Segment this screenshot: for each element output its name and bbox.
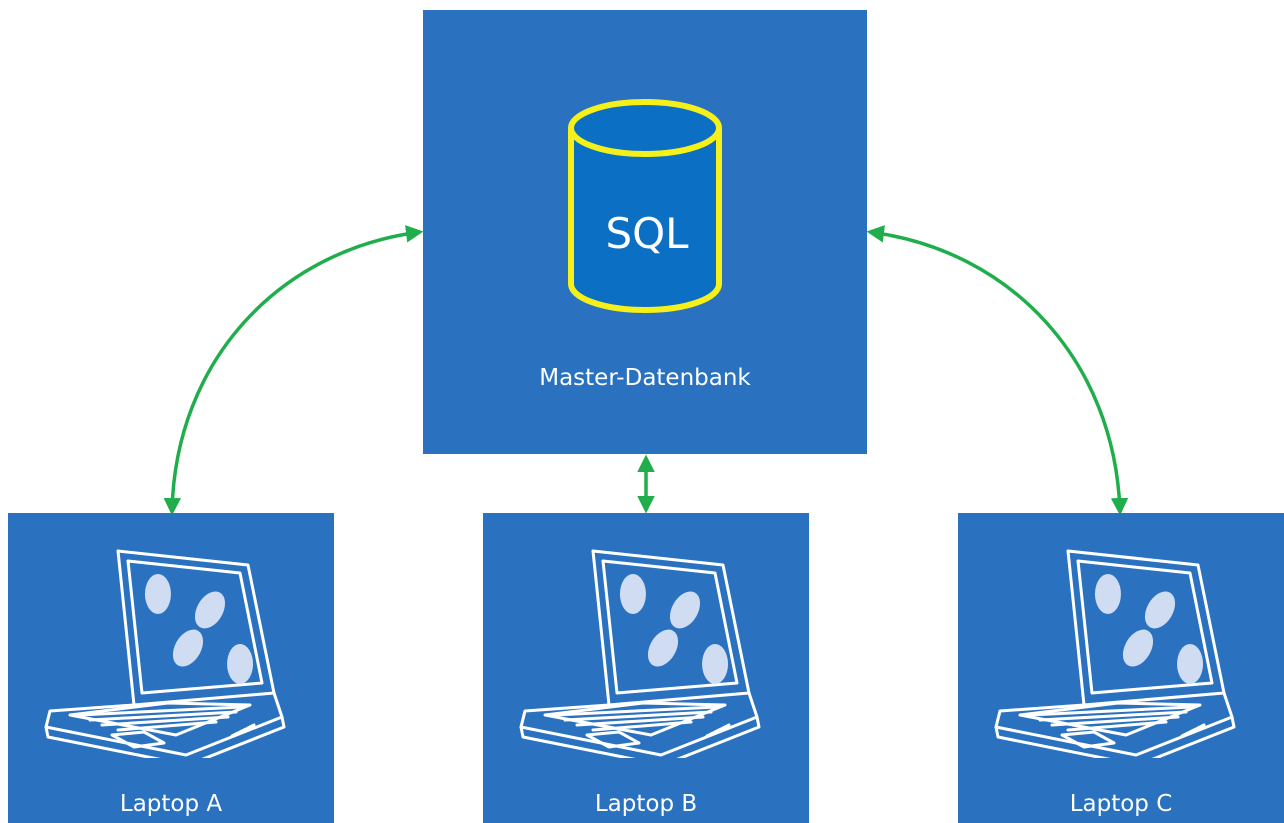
master-database-label: Master-Datenbank <box>539 365 751 391</box>
laptop-b-node: Laptop B <box>483 513 809 823</box>
sql-icon-text: SQL <box>605 209 689 258</box>
laptop-b-label: Laptop B <box>594 791 698 817</box>
laptop-a-node: Laptop A <box>8 513 334 823</box>
connector-master-laptop-c <box>866 225 1129 516</box>
laptop-icon <box>44 549 286 758</box>
laptop-c-node: Laptop C <box>958 513 1284 823</box>
laptop-a-label: Laptop A <box>119 791 223 817</box>
laptop-icon <box>994 549 1236 758</box>
laptop-icon <box>519 549 761 758</box>
laptop-c-label: Laptop C <box>1069 791 1173 817</box>
connector-master-laptop-a <box>163 225 424 516</box>
sql-database-icon: SQL <box>568 99 722 313</box>
master-database-node: SQL Master-Datenbank <box>423 10 867 454</box>
